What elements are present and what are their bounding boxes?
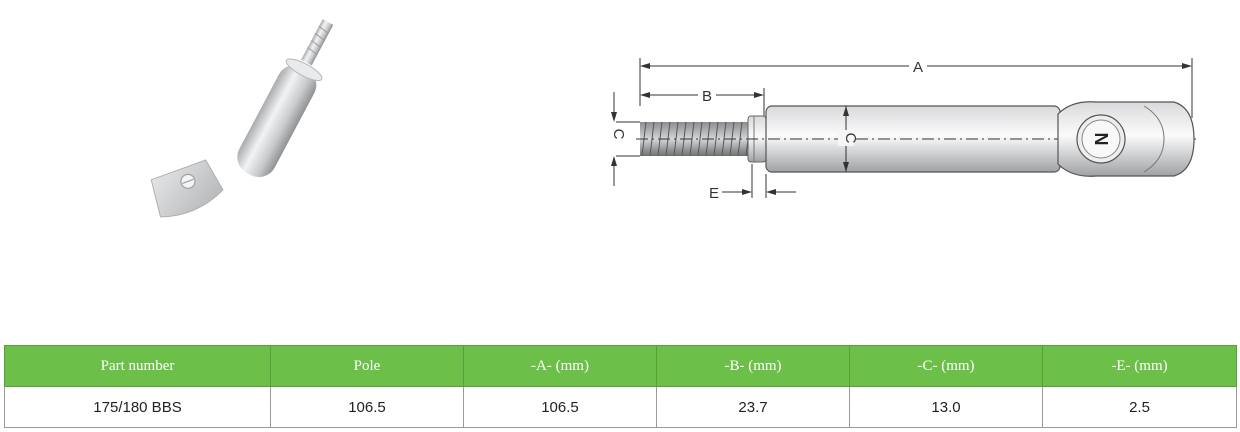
- cell-pole: 106.5: [270, 386, 464, 428]
- label-a: A: [913, 59, 923, 76]
- header-c: -C- (mm): [849, 345, 1043, 387]
- label-n: N: [1091, 133, 1111, 146]
- label-c-left: C: [610, 129, 627, 140]
- header-b: -B- (mm): [656, 345, 850, 387]
- cell-a: 106.5: [463, 386, 657, 428]
- label-e: E: [709, 185, 719, 202]
- cell-part-number: 175/180 BBS: [4, 386, 271, 428]
- cell-e: 2.5: [1042, 386, 1237, 428]
- table-header-row: Part number Pole -A- (mm) -B- (mm) -C- (…: [4, 345, 1237, 387]
- cell-c: 13.0: [849, 386, 1043, 428]
- cell-b: 23.7: [656, 386, 850, 428]
- product-photo: [150, 19, 334, 218]
- dimension-drawing: A B C C N E: [610, 58, 1196, 202]
- spec-table: Part number Pole -A- (mm) -B- (mm) -C- (…: [4, 345, 1237, 428]
- label-c-mid: C: [842, 133, 859, 144]
- table-row: 175/180 BBS 106.5 106.5 23.7 13.0 2.5: [4, 386, 1237, 428]
- header-a: -A- (mm): [463, 345, 657, 387]
- header-pole: Pole: [270, 345, 464, 387]
- header-part-number: Part number: [4, 345, 271, 387]
- label-b: B: [702, 88, 712, 105]
- header-e: -E- (mm): [1042, 345, 1237, 387]
